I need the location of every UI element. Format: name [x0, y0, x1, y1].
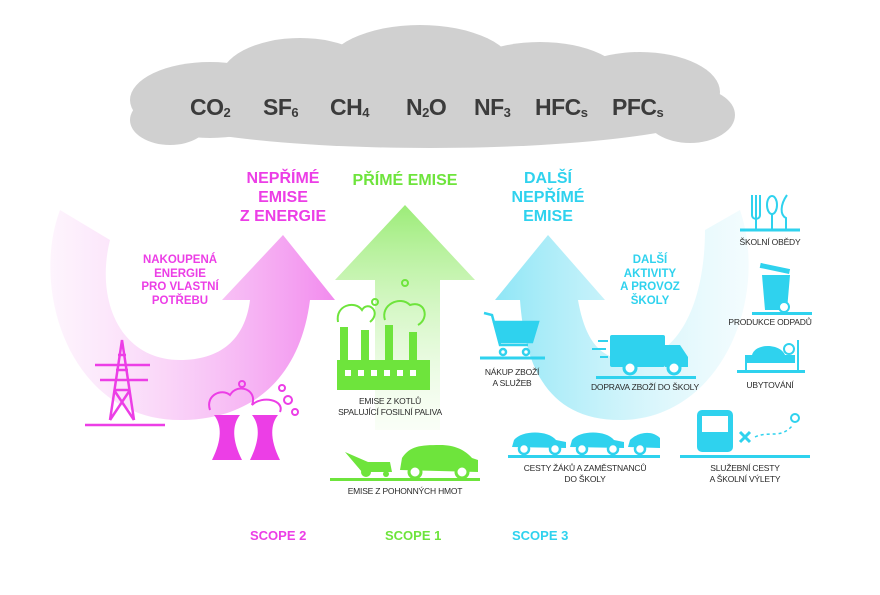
text-line: A ŠKOLNÍ VÝLETY: [709, 474, 781, 485]
heading-line: DALŠÍ: [524, 170, 572, 187]
delivery-truck-icon: [592, 335, 696, 379]
trips-label: SLUŽEBNÍ CESTY A ŠKOLNÍ VÝLETY: [695, 463, 795, 485]
lunch-label: ŠKOLNÍ OBĚDY: [739, 237, 801, 247]
gas-sf6: SF6: [263, 94, 299, 120]
text-line: ŠKOLY: [630, 294, 670, 307]
text-line: NAKOUPENÁ: [142, 254, 218, 266]
gas-n2o: N2O: [406, 94, 447, 120]
power-pylon-icon: [85, 339, 165, 427]
car-and-mower-icon: [330, 445, 480, 481]
text-line: POTŘEBU: [151, 294, 209, 307]
scope2-heading: NEPŘÍMÉ EMISE Z ENERGIE: [223, 170, 343, 227]
scope3-icons: [480, 194, 812, 458]
heading-line: NEPŘÍMÉ: [511, 188, 585, 206]
vehicles-label: EMISE Z POHONNÝCH HMOT: [347, 486, 463, 496]
gas-co2: CO2: [190, 94, 231, 120]
text-line: PRO VLASTNÍ: [141, 281, 219, 294]
scope3-middle-text: DALŠÍ AKTIVITY A PROVOZ ŠKOLY: [605, 254, 695, 308]
heading-line: EMISE: [523, 207, 573, 225]
cars-icon: [508, 432, 660, 458]
text-line: A SLUŽEB: [492, 378, 532, 389]
factory-icon: [336, 279, 430, 390]
text-line: NÁKUP ZBOŽÍ: [484, 367, 540, 377]
scope3-label: SCOPE 3: [512, 528, 569, 543]
text-line: EMISE Z KOTLŮ: [358, 396, 422, 406]
text-line: A PROVOZ: [620, 281, 680, 294]
text-line: SPALUJÍCÍ FOSILNÍ PALIVA: [338, 407, 442, 418]
gas-pfcs: PFCs: [612, 94, 664, 120]
scope3-arrow: [495, 210, 749, 420]
factory-label: EMISE Z KOTLŮ SPALUJÍCÍ FOSILNÍ PALIVA: [315, 396, 465, 418]
scope1-arrow: [335, 205, 475, 430]
gas-nf3: NF3: [474, 94, 511, 120]
cooling-towers-icon: [208, 380, 299, 460]
bus-route-icon: [680, 410, 810, 458]
bed-icon: [737, 340, 805, 373]
scope2-middle-text: NAKOUPENÁ ENERGIE PRO VLASTNÍ POTŘEBU: [125, 254, 235, 308]
trash-bin-icon: [752, 262, 812, 315]
text-line: AKTIVITY: [623, 267, 677, 280]
text-line: CESTY ŽÁKŮ A ZAMĚSTNANCŮ: [523, 463, 647, 473]
gas-ch4: CH4: [330, 94, 369, 120]
text-line: DO ŠKOLY: [564, 474, 606, 485]
commute-label: CESTY ŽÁKŮ A ZAMĚSTNANCŮ DO ŠKOLY: [510, 463, 660, 485]
accommodation-label: UBYTOVÁNÍ: [746, 380, 794, 390]
purchase-label: NÁKUP ZBOŽÍ A SLUŽEB: [472, 367, 552, 389]
shopping-cart-icon: [480, 311, 545, 360]
cutlery-icon: [740, 194, 800, 232]
heading-line: NEPŘÍMÉ: [246, 170, 320, 187]
transport-label: DOPRAVA ZBOŽÍ DO ŠKOLY: [590, 382, 699, 392]
scope2-arrow: [50, 210, 335, 420]
cloud: [130, 25, 735, 148]
heading-line: EMISE: [258, 188, 308, 206]
waste-label: PRODUKCE ODPADŮ: [728, 317, 812, 327]
heading-line: Z ENERGIE: [239, 207, 327, 225]
text-line: DALŠÍ: [632, 254, 668, 266]
scope2-label: SCOPE 2: [250, 528, 307, 543]
text-line: SLUŽEBNÍ CESTY: [710, 463, 780, 473]
gas-hfcs: HFCs: [535, 94, 588, 120]
scope3-heading: DALŠÍ NEPŘÍMÉ EMISE: [490, 170, 606, 227]
text-line: ENERGIE: [154, 267, 206, 280]
scope1-label: SCOPE 1: [385, 528, 442, 543]
scope1-heading: PŘÍMÉ EMISE: [352, 172, 458, 189]
